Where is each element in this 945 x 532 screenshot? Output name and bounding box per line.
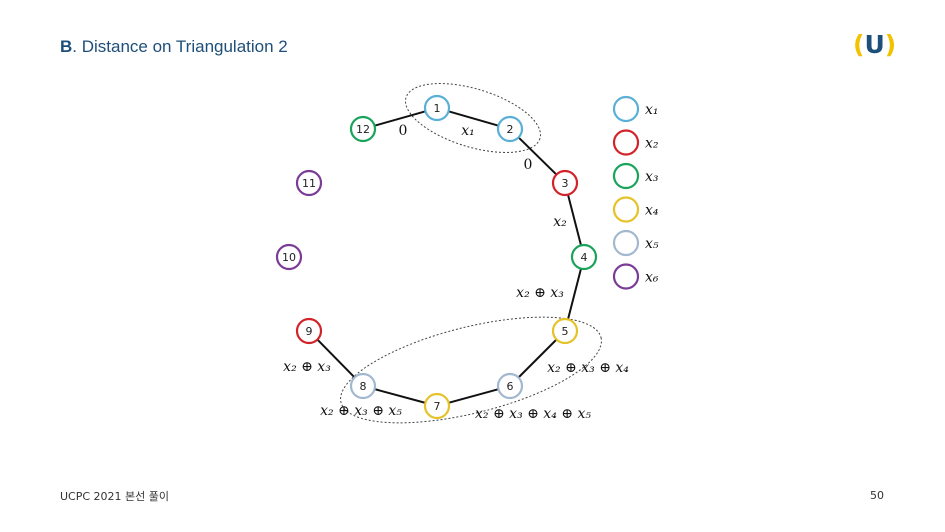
legend-swatch-5 — [612, 229, 640, 257]
legend-item-2: x₂ — [612, 129, 659, 156]
node-8: 8 — [349, 372, 377, 400]
edge-12-1 — [374, 110, 426, 127]
node-2: 2 — [496, 115, 524, 143]
ucpc-logo: (U) — [853, 30, 896, 59]
node-11: 11 — [295, 169, 323, 197]
edge-label-6-7: x₂ ⊕ x₃ ⊕ x₄ ⊕ x₅ — [475, 406, 591, 422]
node-4-label: 4 — [581, 251, 588, 264]
footer-text: UCPC 2021 본선 풀이 — [60, 490, 170, 503]
edge-label-2-3: 0 — [524, 157, 533, 173]
node-11-label: 11 — [302, 177, 316, 190]
legend-label-3: x₃ — [645, 169, 659, 185]
legend-label-5: x₅ — [645, 236, 659, 252]
node-12: 12 — [349, 115, 377, 143]
edge-1-2 — [448, 110, 499, 127]
edge-label-4-5: x₂ ⊕ x₃ — [516, 285, 564, 301]
node-6: 6 — [496, 372, 524, 400]
legend-item-1: x₁ — [612, 95, 659, 123]
edge-label-5-6: x₂ ⊕ x₃ ⊕ x₄ — [547, 360, 629, 376]
node-3-circle — [551, 169, 579, 197]
node-12-circle — [349, 115, 377, 143]
edge-7-8 — [374, 388, 426, 404]
node-3: 3 — [551, 169, 579, 197]
edge-label-12-1: 0 — [399, 123, 408, 139]
node-1-circle — [423, 94, 451, 122]
node-10-circle — [275, 243, 303, 271]
edge-8-9 — [316, 338, 356, 379]
node-4-circle — [570, 243, 598, 271]
node-2-label: 2 — [507, 123, 514, 136]
edge-3-4 — [567, 194, 582, 246]
node-12-label: 12 — [356, 123, 370, 136]
edge-6-7 — [448, 388, 499, 404]
node-10: 10 — [275, 243, 303, 271]
legend-label-6: x₆ — [645, 270, 659, 286]
node-5: 5 — [551, 317, 579, 345]
edge-label-3-4: x₂ — [553, 214, 567, 230]
node-7-circle — [423, 392, 451, 420]
page-number: 50 — [870, 489, 884, 502]
node-7: 7 — [423, 392, 451, 420]
edge-weight-labels: 0 x₁ 0 x₂ x₂ ⊕ x₃ x₂ ⊕ x₃ ⊕ x₄ x₂ ⊕ x₃ ⊕ x₄ ⊕ … — [283, 123, 629, 422]
slide-title: B. Distance on Triangulation 2 — [60, 37, 288, 57]
node-1: 1 — [423, 94, 451, 122]
edge-2-3 — [517, 136, 558, 176]
edge-4-5 — [567, 268, 582, 320]
node-1-label: 1 — [434, 102, 441, 115]
node-6-label: 6 — [507, 380, 514, 393]
node-8-label: 8 — [360, 380, 367, 393]
node-2-circle — [496, 115, 524, 143]
edge-5-6 — [517, 338, 558, 379]
edge-label-1-2: x₁ — [461, 123, 475, 139]
node-9: 9 — [295, 317, 323, 345]
node-4: 4 — [570, 243, 598, 271]
edge-label-8-9: x₂ ⊕ x₃ — [283, 359, 331, 375]
node-3-label: 3 — [562, 177, 569, 190]
node-9-circle — [295, 317, 323, 345]
node-10-label: 10 — [282, 251, 296, 264]
edge-label-7-8: x₂ ⊕ x₃ ⊕ x₅ — [320, 403, 402, 419]
node-11-circle — [295, 169, 323, 197]
path-edges — [316, 110, 582, 404]
node-5-label: 5 — [562, 325, 569, 338]
legend-label-2: x₂ — [645, 136, 659, 152]
node-7-label: 7 — [434, 400, 441, 413]
ellipse-group-lower — [340, 316, 602, 424]
legend-item-3: x₃ — [612, 162, 659, 190]
node-5-circle — [551, 317, 579, 345]
legend-swatch-4 — [612, 196, 640, 223]
node-6-circle — [496, 372, 524, 400]
legend-swatch-6 — [612, 263, 640, 290]
legend-swatch-2 — [612, 129, 640, 156]
legend-label-1: x₁ — [645, 102, 659, 118]
legend-item-4: x₄ — [612, 196, 659, 223]
legend-swatch-3 — [612, 162, 640, 190]
node-8-circle — [349, 372, 377, 400]
title-letter: B — [60, 37, 73, 56]
legend-item-6: x₆ — [612, 263, 659, 290]
logo-open-paren: ( — [853, 30, 865, 59]
color-legend: x₁ x₂ x₃ x₄ x₅ x₆ — [612, 95, 659, 290]
title-text: . Distance on Triangulation 2 — [72, 37, 288, 56]
legend-item-5: x₅ — [612, 229, 659, 257]
logo-close-paren: ) — [884, 30, 897, 59]
node-9-label: 9 — [306, 325, 313, 338]
legend-label-4: x₄ — [645, 203, 659, 219]
logo-letter: U — [864, 30, 885, 59]
legend-swatch-1 — [612, 95, 640, 123]
